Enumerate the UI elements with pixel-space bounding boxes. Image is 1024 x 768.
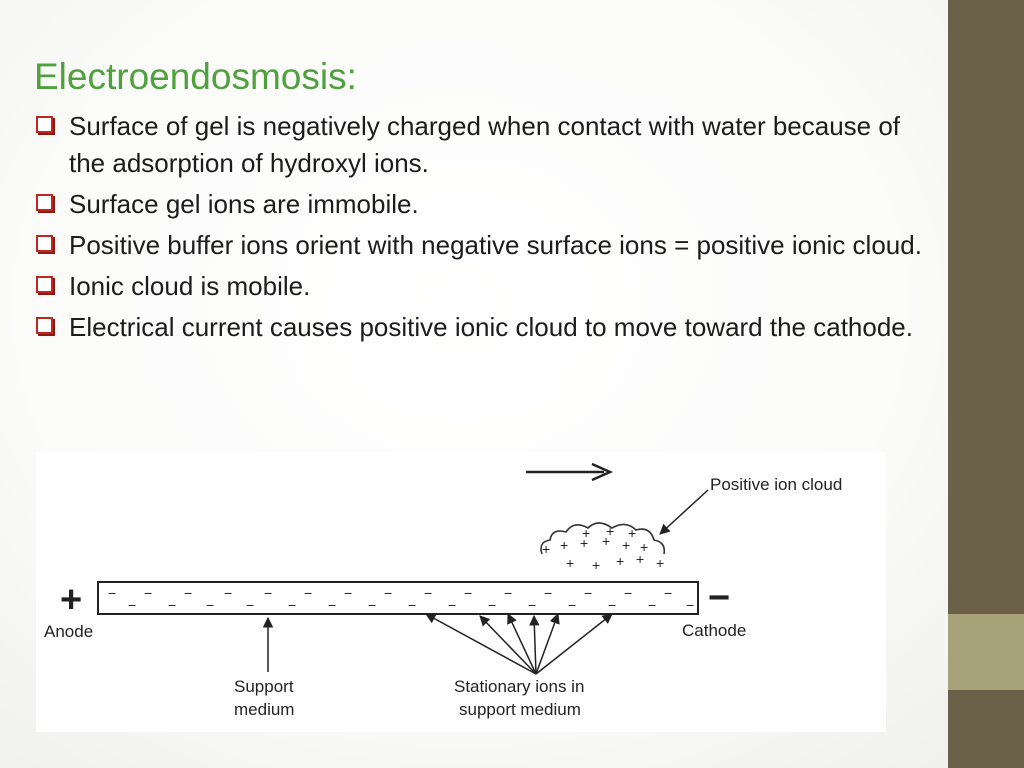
cloud-charge-plus: + (628, 525, 636, 541)
bullet-text: Surface gel ions are immobile. (69, 189, 419, 219)
gel-charge-minus: − (424, 585, 432, 601)
gel-charge-minus: − (488, 597, 496, 613)
bullet-item: Surface of gel is negatively charged whe… (34, 108, 924, 182)
gel-charge-minus: − (568, 597, 576, 613)
gel-charge-minus: − (224, 585, 232, 601)
gel-charge-minus: − (504, 585, 512, 601)
positive-ion-cloud (540, 522, 666, 555)
sidebar-accent-block (948, 614, 1024, 690)
cloud-charges: ++++++++++++++ (542, 523, 664, 573)
gel-charge-minus: − (288, 597, 296, 613)
gel-charge-minus: − (608, 597, 616, 613)
bullet-text: Positive buffer ions orient with negativ… (69, 230, 922, 260)
cloud-charge-plus: + (542, 541, 550, 557)
gel-charge-minus: − (584, 585, 592, 601)
checkbox-bullet-icon (36, 194, 53, 211)
anode-label: Anode (44, 622, 93, 641)
checkbox-bullet-icon (36, 235, 53, 252)
checkbox-bullet-icon (36, 317, 53, 334)
stationary-leader-arrow (479, 615, 537, 675)
gel-charge-minus: − (344, 585, 352, 601)
gel-charge-minus: − (144, 585, 152, 601)
cloud-charge-plus: + (592, 557, 600, 573)
slide-title: Electroendosmosis: (34, 56, 357, 97)
gel-charge-minus: − (264, 585, 272, 601)
stationary-leader-arrow (535, 613, 560, 675)
checkbox-bullet-icon (36, 116, 53, 133)
cloud-charge-plus: + (606, 523, 614, 539)
support-label-line1: Support (234, 677, 294, 696)
cathode-sign: − (708, 577, 730, 619)
cloud-charge-plus: + (622, 537, 630, 553)
gel-charge-minus: − (184, 585, 192, 601)
gel-charges: −−−−−−−−−−−−−−−−−−−−−−−−−−−−−− (108, 585, 694, 613)
gel-charge-minus: − (368, 597, 376, 613)
bullet-text: Ionic cloud is mobile. (69, 271, 311, 301)
gel-charge-minus: − (384, 585, 392, 601)
gel-charge-minus: − (304, 585, 312, 601)
anode-sign: + (60, 579, 82, 621)
bullet-item: Surface gel ions are immobile. (34, 186, 924, 223)
electroendosmosis-diagram: ++++++++++++++ −−−−−−−−−−−−−−−−−−−−−−−−−… (36, 452, 886, 732)
gel-charge-minus: − (128, 597, 136, 613)
gel-charge-minus: − (408, 597, 416, 613)
gel-strip (97, 581, 699, 615)
cloud-charge-plus: + (580, 535, 588, 551)
gel-charge-minus: − (664, 585, 672, 601)
gel-charge-minus: − (648, 597, 656, 613)
arrow-right-icon (526, 462, 614, 482)
cathode-label: Cathode (682, 621, 746, 640)
support-label-line2: medium (234, 700, 294, 719)
cloud-charge-plus: + (602, 533, 610, 549)
gel-charge-minus: − (624, 585, 632, 601)
gel-charge-minus: − (328, 597, 336, 613)
stationary-leader-arrow (535, 613, 613, 675)
bullet-item: Electrical current causes positive ionic… (34, 309, 924, 346)
cloud-charge-plus: + (616, 553, 624, 569)
stationary-leader-arrow (507, 613, 537, 675)
stationary-leader-arrow (529, 614, 540, 675)
gel-charge-minus: − (464, 585, 472, 601)
cloud-charge-plus: + (582, 525, 590, 541)
cloud-charge-plus: + (640, 539, 648, 555)
stationary-leader-arrow (425, 613, 537, 675)
bullet-item: Ionic cloud is mobile. (34, 268, 924, 305)
cloud-label: Positive ion cloud (710, 475, 842, 494)
gel-charge-minus: − (168, 597, 176, 613)
bullet-text: Electrical current causes positive ionic… (69, 312, 913, 342)
cloud-charge-plus: + (656, 555, 664, 571)
bullet-item: Positive buffer ions orient with negativ… (34, 227, 924, 264)
cloud-charge-plus: + (636, 551, 644, 567)
stationary-label-line2: support medium (459, 700, 581, 719)
gel-charge-minus: − (686, 597, 694, 613)
bullet-list: Surface of gel is negatively charged whe… (34, 108, 924, 350)
stationary-leaders (425, 613, 613, 675)
bullet-text: Surface of gel is negatively charged whe… (69, 111, 901, 178)
cloud-charge-plus: + (560, 537, 568, 553)
cloud-charge-plus: + (566, 555, 574, 571)
diagram-svg: ++++++++++++++ −−−−−−−−−−−−−−−−−−−−−−−−−… (44, 462, 842, 719)
cloud-leader (659, 489, 709, 535)
gel-charge-minus: − (528, 597, 536, 613)
gel-charge-minus: − (544, 585, 552, 601)
gel-charge-minus: − (246, 597, 254, 613)
gel-charge-minus: − (448, 597, 456, 613)
stationary-label-line1: Stationary ions in (454, 677, 584, 696)
checkbox-bullet-icon (36, 276, 53, 293)
gel-charge-minus: − (108, 585, 116, 601)
gel-charge-minus: − (206, 597, 214, 613)
